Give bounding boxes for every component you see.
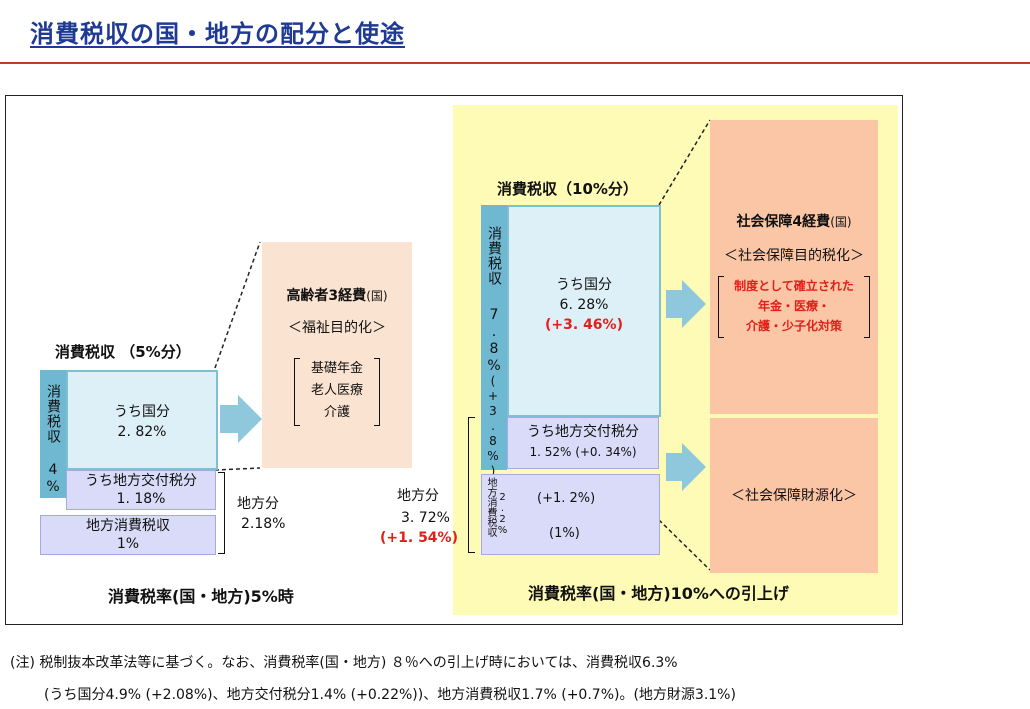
right-upper-connector — [658, 119, 711, 206]
left-use-items: 基礎年金 老人医療 介護 — [294, 358, 380, 426]
right-local-total-value: 3. 72% — [401, 510, 450, 526]
left-grant-box: うち地方交付税分 1. 18% — [66, 470, 216, 510]
left-use-title: 高齢者3経費 — [286, 288, 367, 304]
footnote-line2: (うち国分4.9% (+2.08%)、地方交付税分1.4% (+0.22%))、… — [44, 687, 736, 703]
right-local-tax-box — [481, 474, 660, 555]
left-national-label: うち国分 — [114, 404, 170, 420]
left-national-value: 2. 82% — [117, 424, 167, 440]
left-use-title-row: 高齢者3経費(国) — [262, 286, 412, 306]
right-use-title-row: 社会保障4経費(国) — [710, 212, 878, 232]
left-use-item: 介護 — [323, 405, 350, 420]
right-use-item: 制度として確立された — [734, 279, 854, 293]
right-upper-arrow-body — [666, 290, 682, 318]
footnote-line1: (注) 税制抜本改革法等に基づく。なお、消費税率(国・地方) ８％への引上げ時に… — [10, 655, 678, 671]
left-lower-connector — [214, 467, 261, 471]
right-upper-arrow-icon — [682, 280, 706, 328]
right-local-bracket — [468, 417, 475, 553]
left-use-bracket-open — [294, 358, 300, 426]
left-use-subtitle: ＜福祉目的化＞ — [288, 320, 386, 336]
right-use-bracket-open — [718, 276, 724, 338]
right-national-increase: (+3. 46%) — [545, 317, 623, 333]
right-grant-value: 1. 52% (+0. 34%) — [529, 445, 637, 459]
right-footer: 消費税率(国・地方)10%への引上げ — [528, 584, 789, 603]
page-title: 消費税収の国・地方の配分と使途 — [30, 20, 405, 48]
right-use-items: 制度として確立された 年金・医療・ 介護・少子化対策 — [718, 276, 870, 338]
left-use-item: 基礎年金 — [310, 361, 363, 376]
left-arrow-icon — [238, 395, 262, 443]
right-local-tax-pct: 2.2% — [497, 492, 508, 536]
left-footer: 消費税率(国・地方)5%時 — [108, 587, 294, 606]
left-local-tax-value: 1% — [116, 536, 140, 552]
right-use-item: 介護・少子化対策 — [745, 319, 842, 333]
right-national-label: うち国分 — [556, 277, 612, 293]
left-national-box: うち国分 2. 82% — [66, 370, 218, 470]
left-arrow-body — [220, 405, 238, 433]
right-local-use-subtitle: ＜社会保障財源化＞ — [731, 488, 857, 504]
left-header: 消費税収 （5%分） — [55, 343, 191, 361]
left-side-pct: 4% — [45, 462, 61, 496]
right-lower-arrow-body — [666, 453, 682, 481]
right-grant-box: うち地方交付税分 1. 52% (+0. 34%) — [507, 417, 659, 469]
right-use-bracket-close — [864, 276, 870, 338]
right-use-title-suffix: (国) — [830, 215, 852, 229]
right-use-title: 社会保障4経費 — [736, 214, 831, 230]
left-local-tax-box: 地方消費税収 1% — [40, 515, 216, 555]
left-use-title-suffix: (国) — [366, 289, 388, 303]
right-side-pct: 7.8% — [486, 307, 502, 375]
left-use-bracket-close — [374, 358, 380, 426]
right-lower-connector — [658, 519, 711, 571]
right-side-label: 消費税収 — [486, 226, 502, 286]
left-local-total-value: 2.18% — [241, 516, 286, 532]
left-use-item: 老人医療 — [310, 383, 363, 398]
left-grant-value: 1. 18% — [116, 491, 166, 507]
right-national-box: うち国分 6. 28% (+3. 46%) — [507, 205, 661, 417]
right-lower-arrow-icon — [682, 443, 706, 491]
left-upper-connector — [214, 241, 261, 369]
left-local-bracket — [218, 472, 225, 554]
right-local-tax-upper: (+1. 2%) — [537, 491, 596, 506]
right-local-total-label: 地方分 — [397, 488, 439, 504]
right-local-use-box: ＜社会保障財源化＞ — [710, 418, 878, 573]
right-local-tax-lower: (1%) — [549, 526, 580, 541]
left-local-total-label: 地方分 — [237, 496, 279, 512]
right-side-bar — [481, 205, 507, 470]
left-local-tax-label: 地方消費税収 — [86, 518, 170, 534]
right-use-item: 年金・医療・ — [757, 299, 830, 313]
left-grant-label: うち地方交付税分 — [85, 473, 197, 489]
right-use-subtitle: ＜社会保障目的税化＞ — [724, 248, 864, 264]
left-side-label: 消費税収 — [45, 384, 61, 444]
right-national-value: 6. 28% — [559, 297, 609, 313]
title-divider — [0, 62, 1030, 64]
right-local-tax-label: 地方消費税収 — [485, 477, 496, 537]
left-use-box: 高齢者3経費(国) ＜福祉目的化＞ 基礎年金 老人医療 介護 — [262, 242, 412, 468]
right-header: 消費税収（10%分） — [497, 180, 638, 198]
left-side-bar — [40, 370, 66, 498]
right-grant-label: うち地方交付税分 — [527, 424, 639, 440]
right-local-total-increase: (+1. 54%) — [380, 530, 458, 546]
right-side-increase: (+3.8%) — [486, 374, 500, 479]
right-use-box: 社会保障4経費(国) ＜社会保障目的税化＞ 制度として確立された 年金・医療・ … — [710, 120, 878, 414]
